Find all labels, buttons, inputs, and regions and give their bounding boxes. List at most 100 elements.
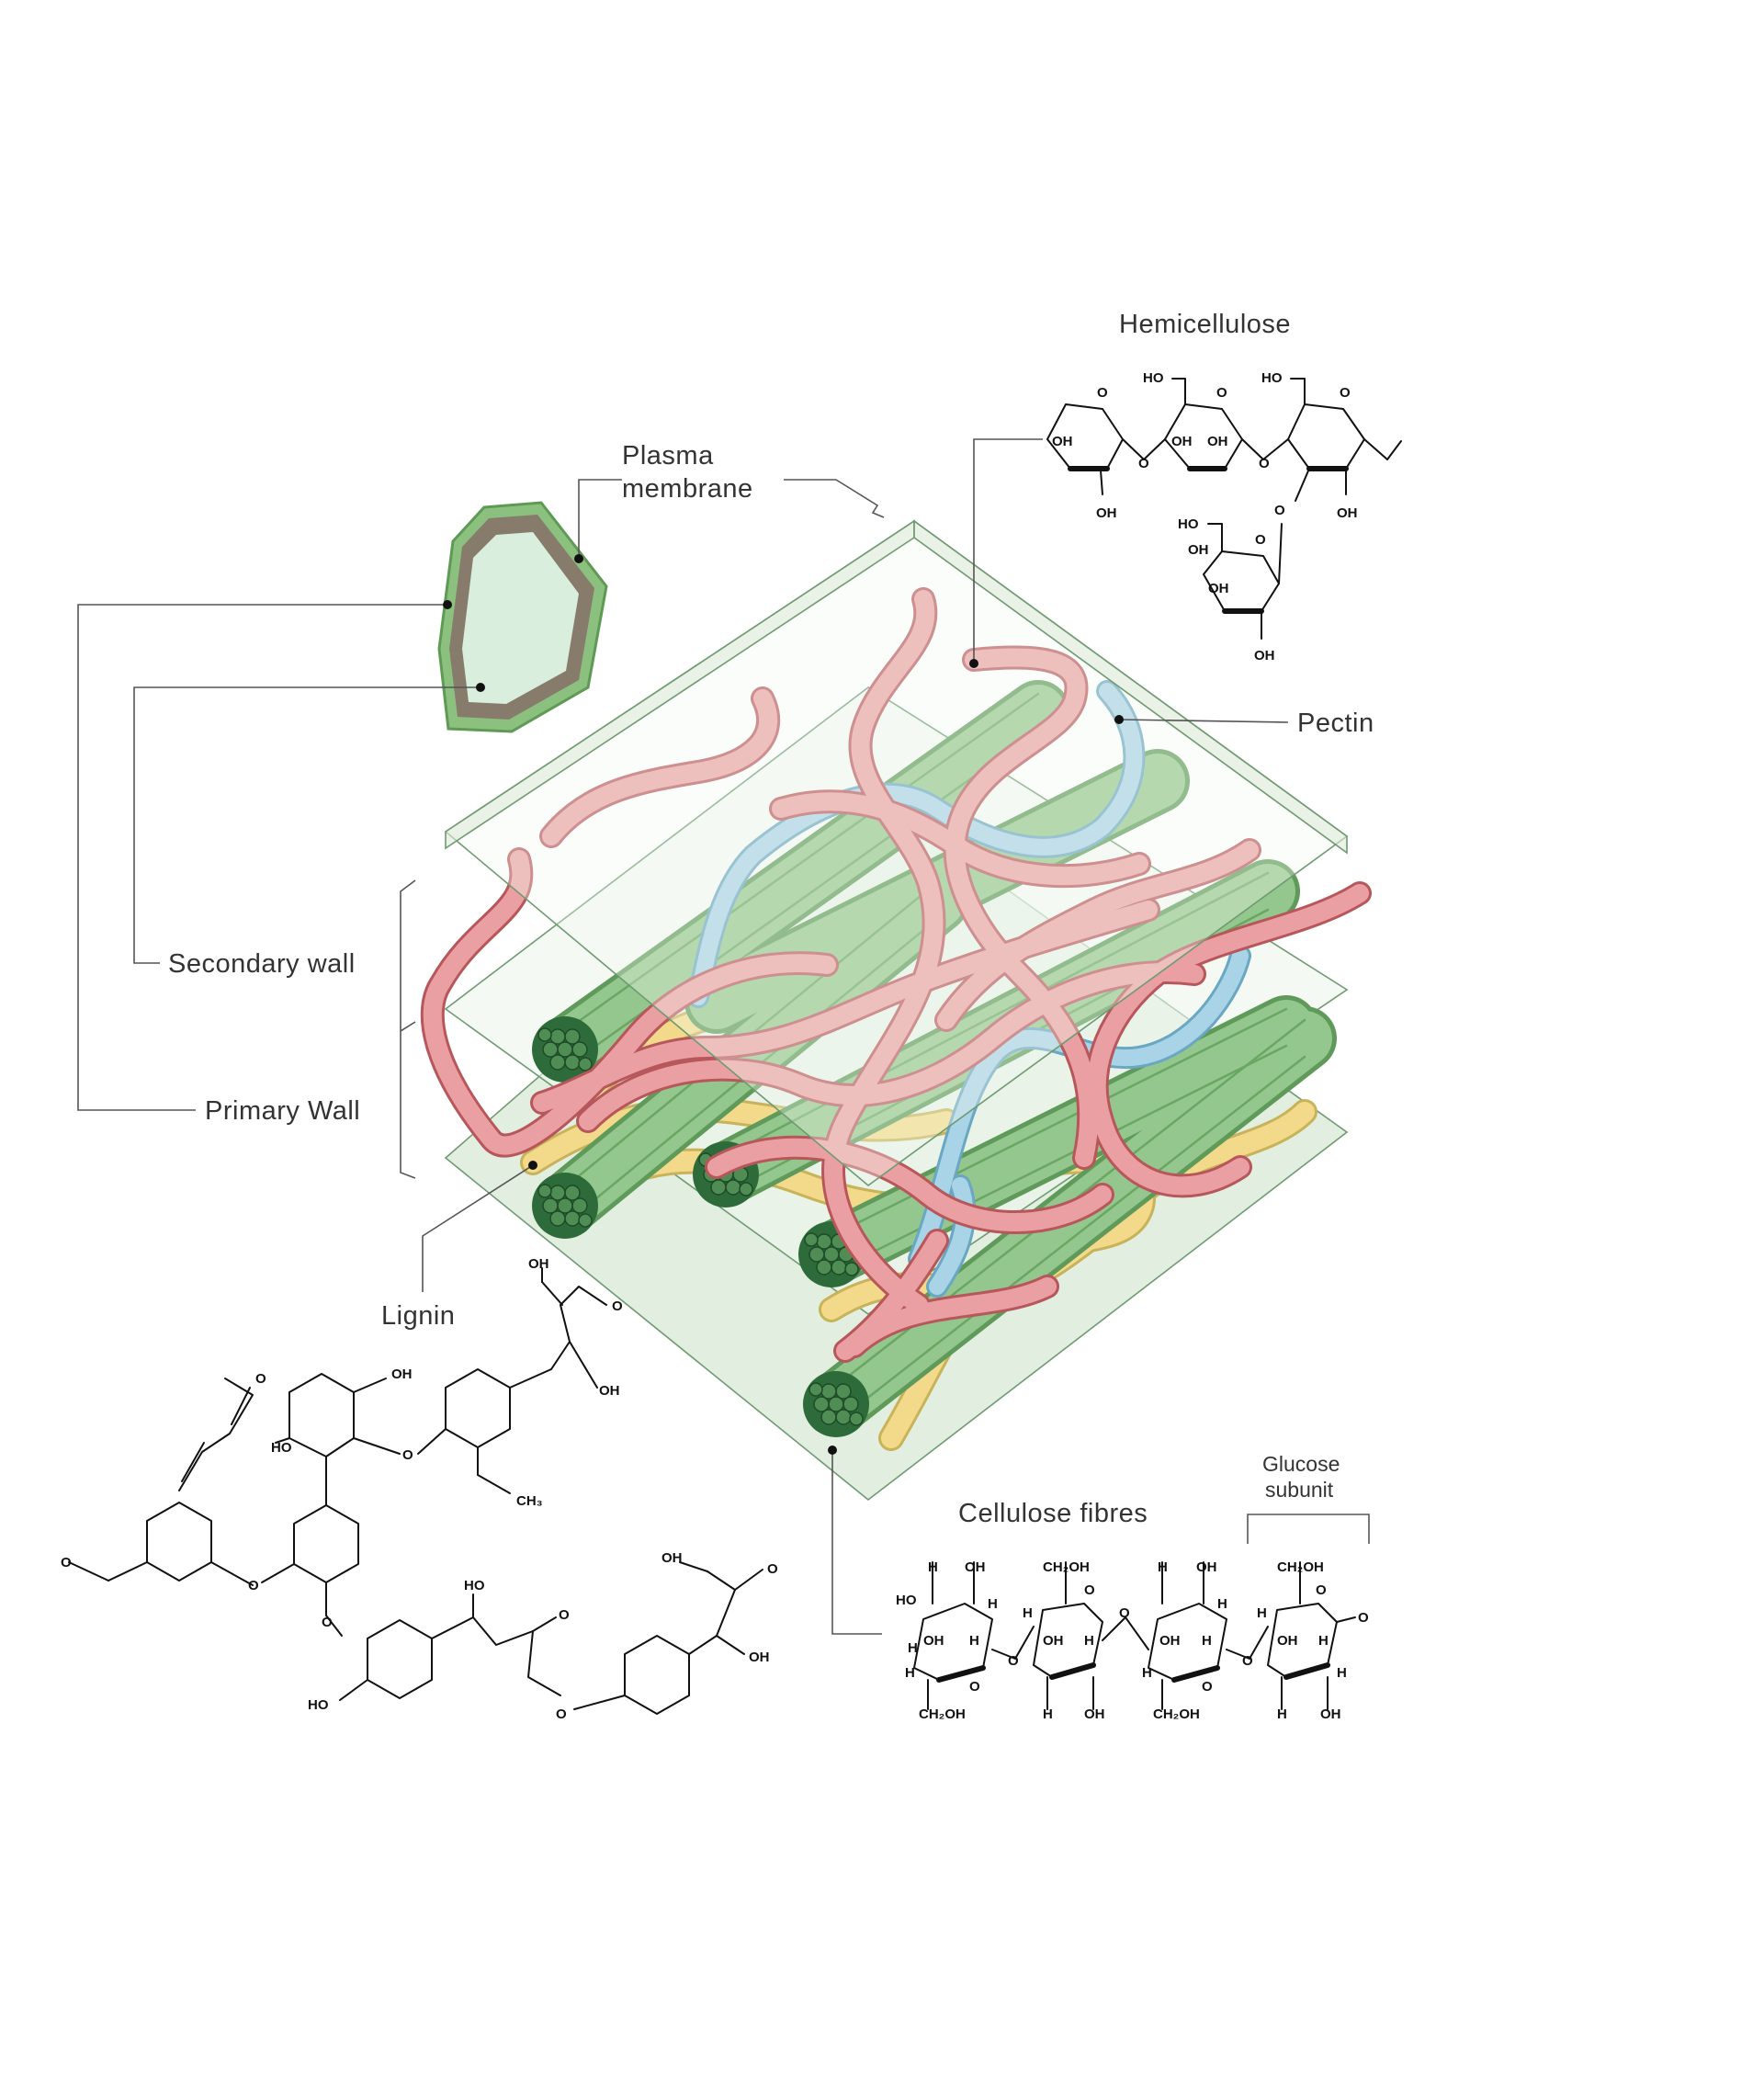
- secondary-wall-leader: [133, 686, 481, 964]
- svg-text:O: O: [556, 1706, 567, 1722]
- svg-text:O: O: [1119, 1605, 1130, 1621]
- plasma-membrane-label-line1: Plasma: [622, 441, 714, 471]
- svg-text:H: H: [1217, 1596, 1227, 1612]
- svg-text:OH: OH: [1159, 1633, 1181, 1649]
- svg-text:O: O: [1138, 456, 1149, 471]
- svg-text:CH₃: CH₃: [516, 1493, 543, 1509]
- svg-text:OH: OH: [662, 1550, 683, 1566]
- cell-cross-section-icon: [437, 501, 608, 733]
- svg-text:O: O: [402, 1447, 413, 1463]
- svg-text:OH: OH: [1208, 581, 1229, 596]
- svg-text:O: O: [1008, 1653, 1019, 1669]
- secondary-wall-label: Secondary wall: [168, 949, 356, 979]
- svg-text:O: O: [1316, 1582, 1327, 1598]
- svg-text:HO: HO: [1261, 370, 1283, 386]
- svg-text:H: H: [969, 1633, 979, 1649]
- svg-text:OH: OH: [1188, 542, 1209, 558]
- svg-text:O: O: [1340, 385, 1351, 401]
- svg-text:O: O: [1274, 503, 1285, 518]
- svg-text:H: H: [1023, 1605, 1033, 1621]
- svg-text:OH: OH: [1207, 434, 1228, 449]
- svg-text:H: H: [1158, 1559, 1168, 1575]
- lignin-structure: O O O OH HO O CH₃ OH O OH O HO HO O O OH…: [61, 1256, 778, 1722]
- svg-text:CH₂OH: CH₂OH: [919, 1706, 966, 1722]
- primary-wall-leader: [77, 604, 447, 1111]
- svg-text:H: H: [908, 1640, 918, 1656]
- svg-text:H: H: [988, 1596, 998, 1612]
- svg-text:H: H: [1202, 1633, 1212, 1649]
- svg-text:HO: HO: [464, 1578, 485, 1593]
- cellulose-chain-structure: H OH HO H OH H H H O CH₂OH O CH₂OH O H O…: [896, 1559, 1369, 1722]
- svg-text:OH: OH: [1052, 434, 1073, 449]
- lignin-label: Lignin: [381, 1301, 455, 1331]
- svg-text:OH: OH: [749, 1650, 770, 1665]
- pectin-leader: [1118, 719, 1289, 723]
- svg-text:O: O: [1097, 385, 1108, 401]
- svg-text:OH: OH: [528, 1256, 549, 1272]
- svg-text:HO: HO: [1143, 370, 1164, 386]
- wall-bracket: [400, 879, 416, 1179]
- svg-text:OH: OH: [965, 1559, 986, 1575]
- top-plane: [444, 519, 1349, 1187]
- svg-text:OH: OH: [923, 1633, 944, 1649]
- hemicellulose-strands: [420, 587, 1372, 1363]
- svg-text:OH: OH: [1320, 1706, 1341, 1722]
- svg-text:HO: HO: [308, 1697, 329, 1713]
- plasma-membrane-label-line2: membrane: [622, 474, 753, 504]
- svg-text:O: O: [767, 1561, 778, 1577]
- svg-text:O: O: [1202, 1679, 1213, 1695]
- plasma-membrane-leader: [784, 479, 885, 518]
- svg-text:OH: OH: [1096, 505, 1117, 521]
- svg-text:H: H: [1142, 1665, 1152, 1681]
- svg-text:OH: OH: [1254, 648, 1275, 663]
- fibre-matrix: [420, 587, 1372, 1451]
- svg-text:H: H: [1043, 1706, 1053, 1722]
- svg-text:H: H: [905, 1665, 915, 1681]
- svg-text:H: H: [1277, 1706, 1287, 1722]
- svg-text:CH₂OH: CH₂OH: [1043, 1559, 1090, 1575]
- svg-text:O: O: [969, 1679, 980, 1695]
- svg-text:H: H: [1337, 1665, 1347, 1681]
- svg-text:O: O: [255, 1371, 266, 1387]
- glucose-subunit-label-line1: Glucose: [1262, 1452, 1340, 1476]
- glucose-subunit-bracket: [1247, 1514, 1370, 1544]
- svg-text:HO: HO: [271, 1440, 292, 1456]
- svg-text:O: O: [1242, 1653, 1253, 1669]
- glucose-subunit-label-line2: subunit: [1265, 1478, 1334, 1502]
- cell-wall-leader: [578, 479, 622, 559]
- svg-text:H: H: [1318, 1633, 1329, 1649]
- svg-text:H: H: [928, 1559, 938, 1575]
- svg-text:H: H: [1257, 1605, 1267, 1621]
- svg-text:O: O: [61, 1555, 72, 1570]
- hemicellulose-leader: [973, 438, 1043, 663]
- svg-text:O: O: [559, 1607, 570, 1623]
- svg-text:O: O: [1259, 456, 1270, 471]
- primary-wall-label: Primary Wall: [205, 1096, 360, 1126]
- cellulose-leader: [831, 1450, 882, 1635]
- svg-text:O: O: [612, 1298, 623, 1314]
- svg-text:OH: OH: [1337, 505, 1358, 521]
- cellulose-fibres-label: Cellulose fibres: [958, 1499, 1148, 1528]
- hemicellulose-structure: OH O OH O HO O OH OH O HO O OH O HO O OH…: [1046, 370, 1402, 663]
- svg-text:H: H: [1084, 1633, 1094, 1649]
- svg-text:O: O: [322, 1615, 333, 1630]
- svg-text:CH₂OH: CH₂OH: [1153, 1706, 1200, 1722]
- lignin-leader: [422, 1164, 534, 1292]
- svg-text:OH: OH: [1277, 1633, 1298, 1649]
- svg-text:O: O: [1358, 1610, 1369, 1626]
- svg-text:O: O: [1255, 532, 1266, 548]
- svg-text:O: O: [248, 1578, 259, 1593]
- svg-text:CH₂OH: CH₂OH: [1277, 1559, 1324, 1575]
- hemicellulose-label: Hemicellulose: [1119, 310, 1291, 339]
- svg-text:OH: OH: [1196, 1559, 1217, 1575]
- svg-text:OH: OH: [599, 1383, 620, 1399]
- svg-text:OH: OH: [1171, 434, 1193, 449]
- svg-text:OH: OH: [1043, 1633, 1064, 1649]
- pectin-strands: [687, 680, 1251, 1298]
- svg-text:O: O: [1084, 1582, 1095, 1598]
- svg-text:HO: HO: [1178, 516, 1199, 532]
- pectin-label: Pectin: [1297, 709, 1374, 738]
- svg-text:OH: OH: [391, 1366, 413, 1382]
- svg-text:HO: HO: [896, 1593, 917, 1608]
